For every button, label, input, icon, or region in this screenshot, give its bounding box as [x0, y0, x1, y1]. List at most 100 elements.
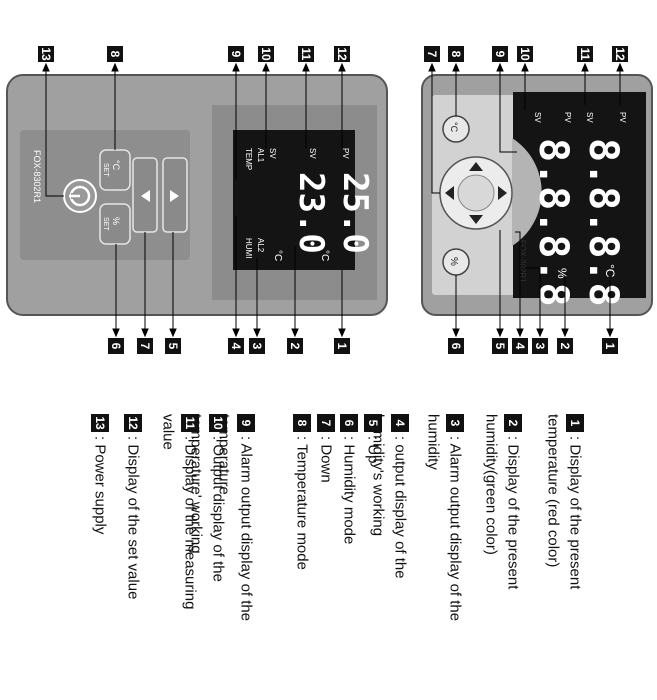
percent-button-label: % [111, 217, 121, 225]
callout-badge-number: 3 [250, 343, 264, 350]
callout-badge-3: 3 [249, 338, 265, 354]
legend-item-2: 2: Display of the presenthumidity(green … [483, 414, 522, 590]
lcd-label-pv: PV [341, 148, 350, 159]
celsius-button-label: °C [449, 122, 459, 133]
down-arrow-icon [445, 186, 454, 200]
model-label: FOX-8302R1 [32, 150, 42, 203]
legend-text: humidity(green color) [483, 414, 500, 555]
callout-badge-4: 4 [228, 338, 244, 354]
callout-badge-9: 9 [228, 46, 244, 62]
up-arrow-icon [498, 186, 507, 200]
legend-number: 7 [319, 420, 333, 427]
callout-badge-8: 8 [448, 46, 464, 62]
legend-text: temperature' working [188, 414, 205, 554]
set-button-label: SET [102, 163, 109, 177]
callout-badge-2: 2 [557, 338, 573, 354]
legend-item-6: 6: Humidity mode [340, 414, 358, 544]
callout-badge-number: 2 [558, 343, 572, 350]
callout-badge-5: 5 [492, 338, 508, 354]
callout-badge-8: 8 [107, 46, 123, 62]
legend-text: : Up [365, 436, 382, 464]
callout-badge-number: 9 [493, 51, 507, 58]
dpad-bezel [512, 138, 542, 246]
lcd-label-pv: PV [563, 112, 572, 123]
legend-number: 1 [568, 420, 582, 427]
callout-badge-number: 8 [108, 51, 122, 58]
down-arrow-icon [141, 190, 150, 202]
legend-number: 3 [448, 420, 462, 427]
callout-badge-5: 5 [165, 338, 181, 354]
percent-button-label: % [448, 257, 459, 266]
legend-text: : Humidity mode [341, 436, 358, 544]
percent-button[interactable]: % [442, 248, 470, 276]
legend-item-13: 13 : Power supply [91, 414, 109, 535]
lcd-label-al2: AL2 [256, 238, 265, 253]
up-arrow-icon [170, 190, 179, 202]
celsius-button[interactable]: °C [442, 115, 470, 143]
callout-lines-right [428, 62, 624, 338]
callout-lines-left [42, 62, 346, 338]
callout-badge-10: 10 [258, 46, 274, 62]
dpad[interactable] [439, 156, 513, 230]
callout-badge-10: 10 [517, 46, 533, 62]
set-button-label: SET [102, 217, 109, 231]
legend-number: 8 [295, 420, 309, 427]
celsius-button-label: °C [111, 160, 121, 171]
legend-number: 13 [93, 416, 107, 430]
right-arrow-icon [469, 215, 483, 224]
percent-set-button[interactable] [99, 203, 131, 245]
lcd-sv-value: 8.8.8.8 [530, 138, 576, 307]
callout-badge-11: 11 [577, 46, 593, 62]
lcd-pv-value: 8.8.8.8 [580, 138, 626, 307]
legend-text: : Display of the present [505, 436, 522, 590]
lcd-label-sv: SV [585, 112, 594, 123]
callout-badge-number: 8 [449, 51, 463, 58]
callout-badge-number: 3 [533, 343, 547, 350]
legend-text: value [160, 414, 177, 450]
legend-number: 9 [239, 420, 253, 427]
lcd-label-al1: AL1 [256, 148, 265, 163]
callout-badge-11: 11 [298, 46, 314, 62]
callout-badge-number: 6 [449, 343, 463, 350]
callout-badge-number: 2 [288, 343, 302, 350]
callout-badge-1: 1 [602, 338, 618, 354]
legend-text: : Down [318, 436, 335, 483]
callout-badge-number: 7 [138, 343, 152, 350]
callout-badge-number: 1 [335, 343, 349, 350]
callout-badge-3: 3 [532, 338, 548, 354]
lcd-pv-unit: °C [319, 250, 330, 261]
lcd-label-pv: PV [618, 112, 627, 123]
callout-badge-number: 1 [603, 343, 617, 350]
legend-number: 4 [393, 420, 407, 427]
legend-number: 5 [366, 420, 380, 427]
callout-badge-6: 6 [448, 338, 464, 354]
power-button[interactable] [63, 179, 97, 213]
lcd-sv-unit: °C [272, 250, 283, 261]
callout-badge-7: 7 [424, 46, 440, 62]
callout-badge-number: 13 [39, 47, 53, 61]
legend-item-5: 5 : Up [364, 414, 382, 464]
lcd-label-sv: SV [533, 112, 542, 123]
lcd-celsius-unit: °C [603, 264, 617, 278]
callout-badge-number: 10 [259, 47, 273, 61]
callout-badge-7: 7 [137, 338, 153, 354]
legend-text: : Display of the measuring [182, 436, 199, 609]
legend-number: 11 [183, 417, 197, 430]
callout-badge-2: 2 [287, 338, 303, 354]
legend-text: humidity [425, 414, 442, 470]
legend-text: : Power supply [92, 436, 109, 535]
callout-badge-9: 9 [492, 46, 508, 62]
legend-item-9: 9: Alarm output display of thetemperatur… [216, 414, 255, 621]
legend-text: : Temperature mode [294, 436, 311, 570]
callout-badge-number: 10 [518, 47, 532, 61]
device-fox-8302r1: TEMP AL1 HUMI AL2 SV SV PV 23.0 25.0 °C … [6, 74, 388, 316]
model-label: FOX-302R1 [518, 240, 527, 283]
lcd-label-sv: SV [268, 148, 277, 159]
